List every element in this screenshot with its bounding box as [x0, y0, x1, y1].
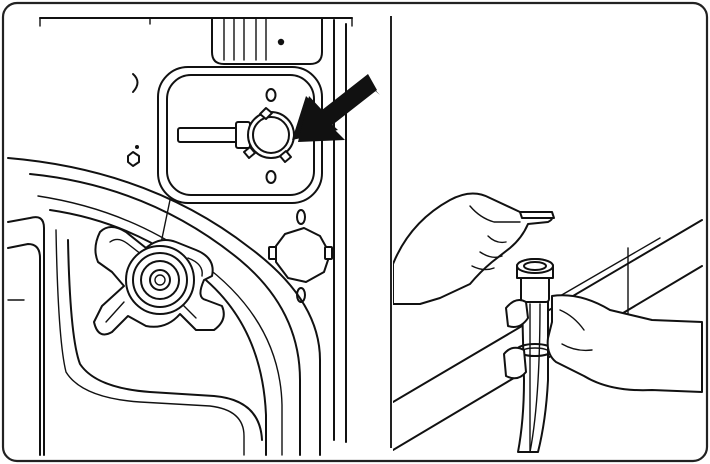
lower-hand: [503, 294, 703, 393]
hose-connector-nut: [268, 227, 333, 283]
machine-top-edge: [39, 17, 353, 27]
top-bracket: [211, 17, 323, 65]
drain-valve-lever: [177, 107, 295, 163]
left-panel: [7, 17, 380, 456]
right-panel: [393, 192, 703, 453]
drum-hub: [93, 226, 225, 336]
panel-details: [127, 73, 140, 167]
drain-hose: [517, 299, 549, 453]
pointer-arrow-icon: [292, 74, 380, 142]
upper-hand: [393, 192, 555, 305]
